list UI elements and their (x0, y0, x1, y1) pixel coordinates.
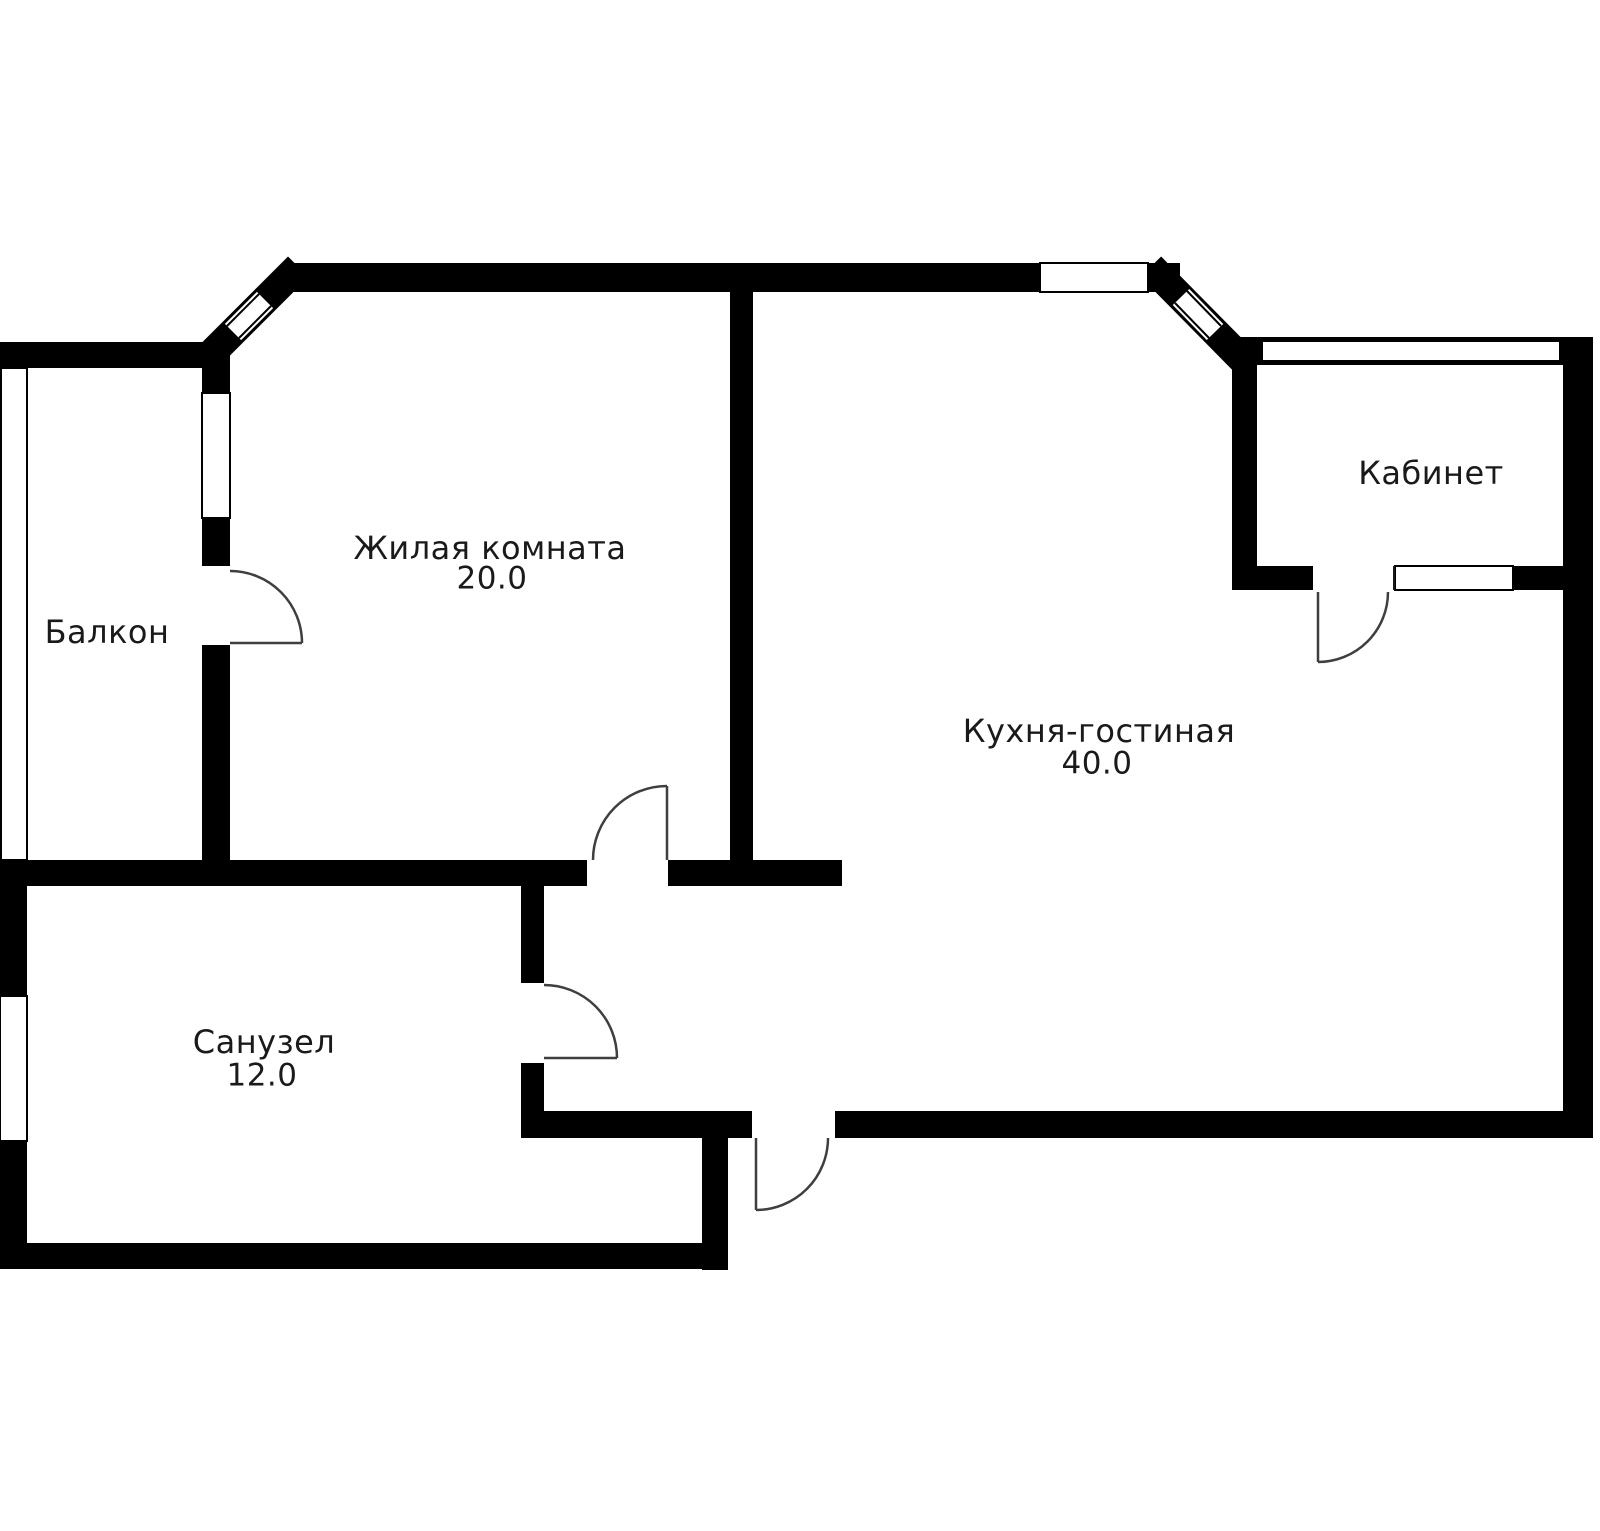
room-label-bathroom: Санузел (192, 1023, 336, 1061)
door-leaf-line (1174, 302, 1210, 339)
diagonal-window (1172, 288, 1224, 341)
wall (521, 886, 544, 983)
wall (0, 1141, 27, 1243)
wall (1232, 566, 1313, 590)
wall (702, 1138, 728, 1270)
door-leaf-line (1186, 290, 1222, 327)
door-leaf-line (226, 293, 260, 327)
wall (0, 886, 27, 996)
door-swing-arc (1317, 591, 1390, 664)
wall (730, 292, 753, 860)
window (201, 392, 231, 519)
window (1261, 340, 1561, 362)
wall (0, 860, 587, 886)
window (0, 995, 28, 1142)
wall (668, 860, 842, 886)
door-swing-arc (591, 784, 668, 861)
door-swing-arc (755, 1137, 830, 1212)
room-label-kitchen-living: Кухня-гостиная (962, 712, 1236, 750)
wall (1563, 365, 1593, 590)
wall (202, 645, 230, 860)
door-swing-arc (543, 983, 619, 1059)
door-leaf-line (238, 305, 272, 339)
wall (835, 1111, 1593, 1138)
wall (521, 1063, 544, 1112)
wall (1232, 365, 1257, 590)
wall (283, 263, 1040, 292)
wall (202, 518, 230, 566)
wall (521, 1111, 752, 1138)
wall (1563, 590, 1593, 1138)
window (0, 367, 28, 861)
door-swing-arc (229, 569, 304, 644)
wall (0, 1243, 728, 1269)
room-label-balcony: Балкон (44, 613, 170, 651)
room-area-kitchen-living: 40.0 (1061, 745, 1133, 782)
diagonal-window (224, 291, 274, 341)
room-area-living-room: 20.0 (456, 560, 528, 597)
room-label-living-room: Жилая комната (353, 529, 627, 567)
wall (0, 342, 214, 368)
wall (0, 342, 27, 368)
room-area-bathroom: 12.0 (226, 1057, 298, 1094)
room-label-office: Кабинет (1358, 454, 1504, 492)
window (1039, 262, 1149, 293)
wall (1513, 566, 1593, 590)
window (1394, 565, 1514, 591)
